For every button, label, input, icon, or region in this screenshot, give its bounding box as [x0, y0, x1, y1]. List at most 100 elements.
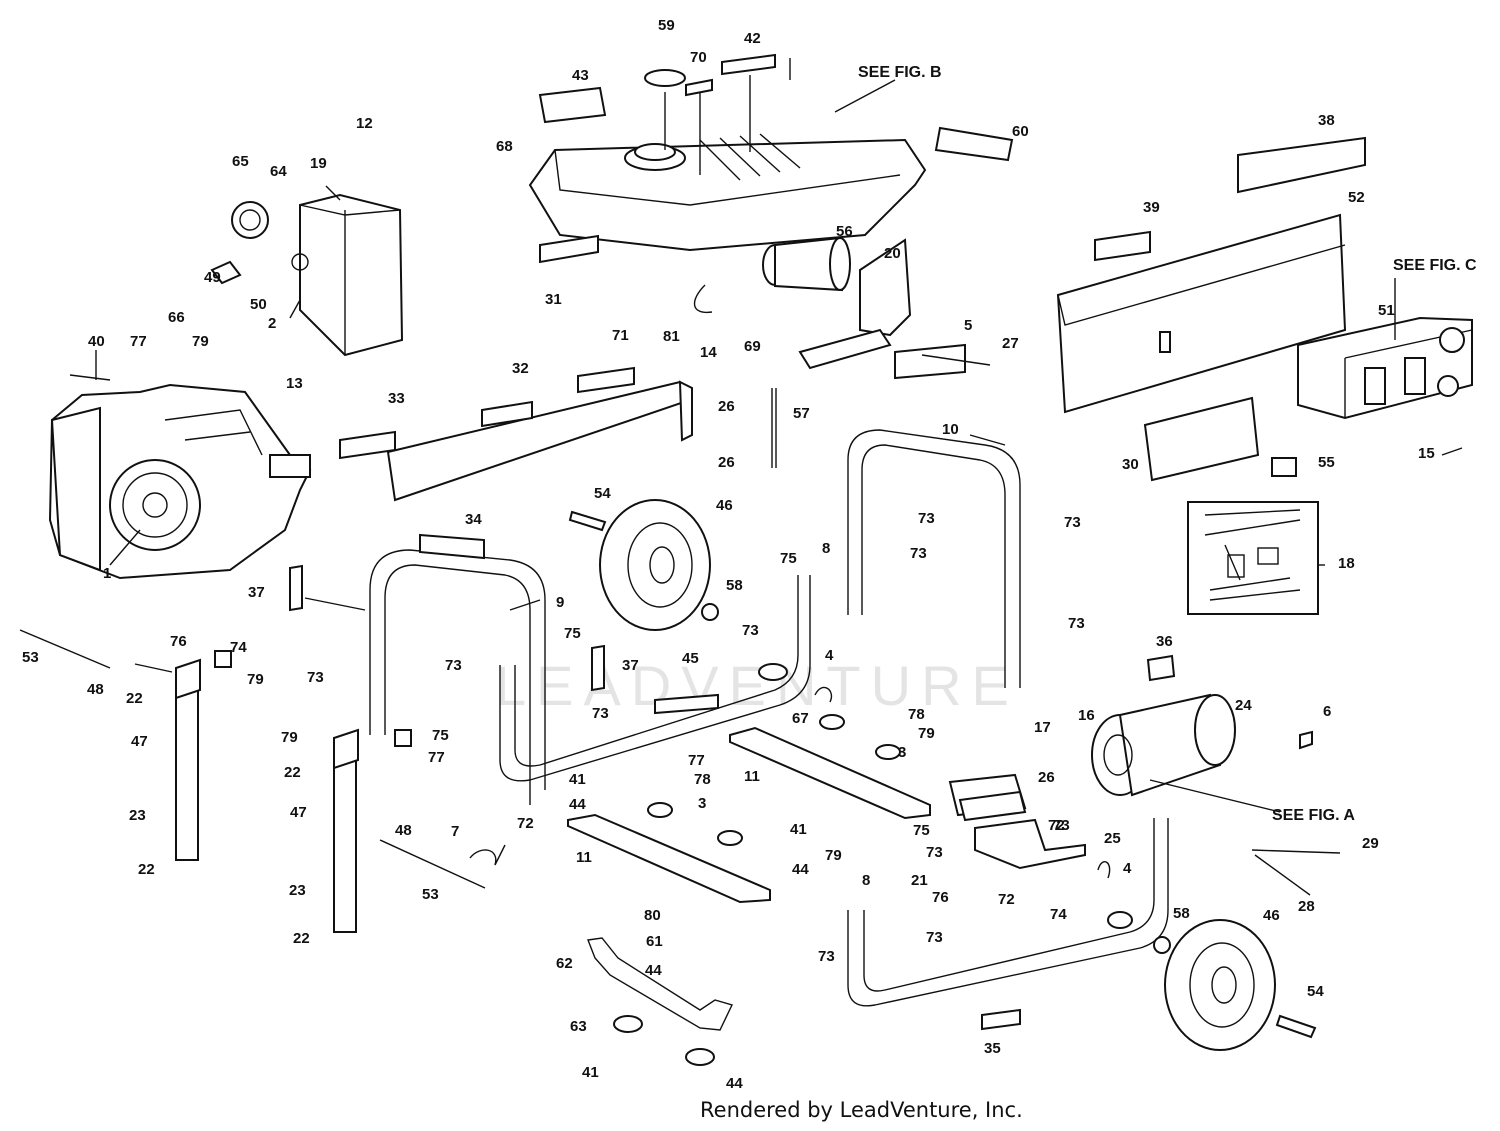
mount-44 — [685, 1048, 715, 1066]
part-label: 59 — [658, 17, 675, 34]
part-label: 32 — [512, 360, 529, 377]
decal-36 — [1146, 654, 1176, 682]
part-label: 44 — [726, 1075, 743, 1092]
part-label: 50 — [250, 296, 267, 313]
part-label: 6 — [1323, 703, 1331, 720]
leader-lines — [69, 79, 1463, 813]
part-label: 73 — [926, 929, 943, 946]
part-label: 55 — [1318, 454, 1335, 471]
part-label: 71 — [612, 327, 629, 344]
part-label: 77 — [130, 333, 147, 350]
part-label: 73 — [1053, 817, 1070, 834]
part-label: 70 — [690, 49, 707, 66]
part-label: 64 — [270, 163, 287, 180]
part-label: 48 — [395, 822, 412, 839]
muffler-shield — [291, 193, 404, 357]
tie-80 — [693, 284, 713, 314]
part-label: 78 — [694, 771, 711, 788]
bracket-base — [798, 328, 892, 370]
part-label: 56 — [836, 223, 853, 240]
part-label: 43 — [572, 67, 589, 84]
part-label: 17 — [1034, 719, 1051, 736]
part-label: 53 — [422, 886, 439, 903]
rod-57 — [771, 388, 777, 468]
decal-34 — [419, 533, 485, 560]
part-label: 40 — [88, 333, 105, 350]
part-label: 61 — [646, 933, 663, 950]
part-label: 52 — [1348, 189, 1365, 206]
part-label: 12 — [356, 115, 373, 132]
part-label: 31 — [545, 291, 562, 308]
part-label: 41 — [790, 821, 807, 838]
wire-27 — [921, 354, 991, 366]
decal-70 — [685, 78, 713, 97]
part-label: 73 — [910, 545, 927, 562]
part-label: 4 — [1123, 860, 1132, 877]
frame-right — [847, 429, 1169, 1007]
axle-pin-upper — [568, 510, 607, 532]
part-label: 73 — [926, 844, 943, 861]
part-label: 72 — [1048, 817, 1065, 834]
part-label: 79 — [825, 847, 842, 864]
decal-35 — [981, 1008, 1021, 1031]
gasket-49 — [210, 260, 242, 285]
part-label: 46 — [1263, 907, 1280, 924]
decal-5 — [894, 343, 966, 380]
part-label: 49 — [204, 269, 221, 286]
part-label: 2 — [268, 315, 276, 332]
part-label: 26 — [718, 454, 735, 471]
decal-32 — [481, 400, 533, 428]
part-label: 36 — [1156, 633, 1173, 650]
part-label: 73 — [742, 622, 759, 639]
part-label: 13 — [286, 375, 303, 392]
part-label: 41 — [582, 1064, 599, 1081]
bracket-74b — [394, 729, 412, 747]
part-label: 58 — [1173, 905, 1190, 922]
part-label: 73 — [1064, 514, 1081, 531]
part-label: 79 — [192, 333, 209, 350]
fig-ref-a: SEE FIG. A — [1272, 807, 1355, 824]
part-label: 74 — [1050, 906, 1067, 923]
washer-58a — [701, 603, 719, 621]
part-label: 14 — [700, 344, 717, 361]
tank-leaders — [664, 58, 791, 175]
part-label: 73 — [818, 948, 835, 965]
decal-45 — [654, 693, 719, 715]
outlet-panel-51 — [1297, 316, 1473, 420]
part-label: 5 — [964, 317, 972, 334]
part-label: 45 — [682, 650, 699, 667]
watermark: LEADVENTURE — [495, 654, 1019, 717]
bracket-6 — [1299, 730, 1313, 750]
part-label: 75 — [913, 822, 930, 839]
leg-left — [175, 658, 201, 861]
decal-43 — [538, 86, 607, 124]
part-label: 77 — [428, 749, 445, 766]
part-label: 54 — [594, 485, 611, 502]
part-label: 79 — [918, 725, 935, 742]
part-label: 29 — [1362, 835, 1379, 852]
leg-middle — [333, 728, 359, 933]
decal-30 — [1143, 396, 1260, 482]
mount-3b — [717, 830, 743, 846]
part-label: 47 — [290, 804, 307, 821]
part-label: 76 — [932, 889, 949, 906]
part-label: 75 — [432, 727, 449, 744]
part-label: 73 — [918, 510, 935, 527]
part-label: 8 — [862, 872, 870, 889]
wheel-upper — [599, 499, 711, 631]
part-label: 51 — [1378, 302, 1395, 319]
part-label: 76 — [170, 633, 187, 650]
clamp-7 — [469, 844, 506, 866]
part-label: 79 — [281, 729, 298, 746]
part-label: 37 — [622, 657, 639, 674]
rod-53b — [379, 839, 486, 889]
bracket-right — [1107, 911, 1133, 929]
fuel-cap-seal — [644, 69, 686, 87]
part-label: 16 — [1078, 707, 1095, 724]
decal-37b — [591, 644, 605, 692]
part-label: 73 — [592, 705, 609, 722]
decal-38 — [1237, 136, 1366, 194]
clip-4a — [814, 686, 833, 703]
mount-63 — [613, 1015, 643, 1033]
part-label: 7 — [451, 823, 459, 840]
